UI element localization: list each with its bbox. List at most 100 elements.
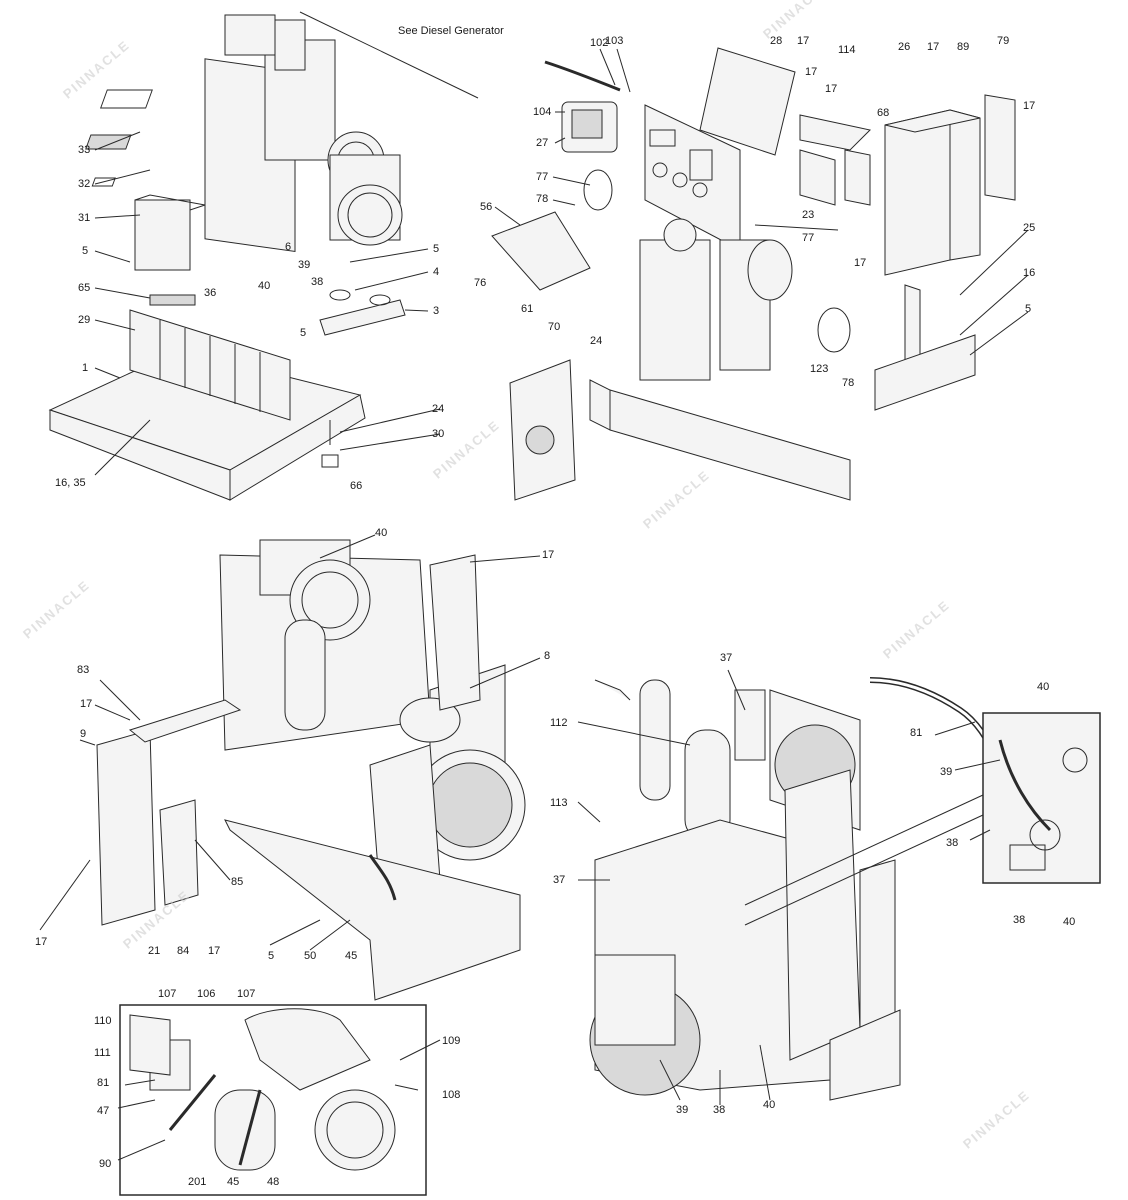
callout-17: 17 (805, 66, 818, 78)
callout-85: 85 (231, 876, 244, 888)
callout-29: 29 (78, 314, 91, 326)
callout-16-35: 16, 35 (55, 477, 86, 489)
callout-110: 110 (94, 1015, 112, 1027)
callout-21: 21 (148, 945, 161, 957)
callout-84: 84 (177, 945, 190, 957)
callout-112: 112 (550, 717, 568, 729)
callout-37: 37 (553, 874, 566, 886)
callout-90: 90 (99, 1158, 112, 1170)
callout-66: 66 (350, 480, 363, 492)
callout-123: 123 (810, 363, 829, 375)
callout-106: 106 (197, 988, 216, 1000)
callout-77: 77 (802, 232, 815, 244)
callout-111: 111 (94, 1047, 111, 1059)
callout-27: 27 (536, 137, 549, 149)
callout-79: 79 (997, 35, 1010, 47)
callout-23: 23 (802, 209, 815, 221)
callout-201: 201 (188, 1176, 207, 1188)
callout-113: 113 (550, 797, 568, 809)
callout-109: 109 (442, 1035, 461, 1047)
callout-104: 104 (533, 106, 552, 118)
callout-6: 6 (285, 241, 292, 253)
callout-50: 50 (304, 950, 317, 962)
callout-25: 25 (1023, 222, 1036, 234)
callout-16: 16 (1023, 267, 1036, 279)
callout-102: 102 (590, 37, 609, 49)
callout-17: 17 (35, 936, 48, 948)
callout-81: 81 (97, 1077, 110, 1089)
callout-70: 70 (548, 321, 561, 333)
callout-33: 33 (78, 144, 91, 156)
callout-28: 28 (770, 35, 783, 47)
callout-47: 47 (97, 1105, 110, 1117)
callout-17: 17 (80, 698, 93, 710)
callout-17: 17 (542, 549, 555, 561)
callout-107: 107 (237, 988, 256, 1000)
callout-40: 40 (375, 527, 388, 539)
middle-left-assembly (39, 534, 541, 1001)
callout-107: 107 (158, 988, 177, 1000)
callout-17: 17 (927, 41, 940, 53)
callout-5: 5 (1025, 303, 1032, 315)
callout-36: 36 (204, 287, 217, 299)
callout-40: 40 (763, 1099, 776, 1111)
callout-38: 38 (946, 837, 959, 849)
callout-17: 17 (854, 257, 867, 269)
callout-39: 39 (940, 766, 953, 778)
callout-9: 9 (80, 728, 87, 740)
callout-89: 89 (957, 41, 970, 53)
cabinet-26 (884, 109, 981, 276)
callout-17: 17 (1023, 100, 1036, 112)
callout-40: 40 (258, 280, 271, 292)
top-right-assembly (491, 47, 1029, 501)
callout-38: 38 (713, 1104, 726, 1116)
callout-65: 65 (78, 282, 91, 294)
callout-32: 32 (78, 178, 91, 190)
callout-8: 8 (544, 650, 551, 662)
callout-38: 38 (1013, 914, 1026, 926)
callout-103: 103 (605, 35, 624, 47)
callout-17: 17 (208, 945, 221, 957)
callout-38: 38 (311, 276, 324, 288)
callout-78: 78 (842, 377, 855, 389)
callout-4: 4 (433, 266, 440, 278)
see-diesel-generator-note: See Diesel Generator (398, 25, 504, 37)
callout-81: 81 (910, 727, 923, 739)
callout-77: 77 (536, 171, 549, 183)
bottom-right-assembly (577, 669, 1101, 1105)
callout-31: 31 (78, 212, 91, 224)
callout-48: 48 (267, 1176, 280, 1188)
engine-top-left (204, 14, 403, 253)
callout-24: 24 (432, 403, 445, 415)
callout-37: 37 (720, 652, 733, 664)
callout-1: 1 (82, 362, 89, 374)
callout-114: 114 (838, 44, 856, 56)
engine-bottom-right (589, 679, 901, 1101)
callout-83: 83 (77, 664, 90, 676)
callout-108: 108 (442, 1089, 461, 1101)
callout-76: 76 (474, 277, 487, 289)
bottom-left-inset (117, 1004, 441, 1196)
console-frame (589, 104, 851, 501)
callout-17: 17 (797, 35, 810, 47)
callout-40: 40 (1063, 916, 1076, 928)
callout-26: 26 (898, 41, 911, 53)
callout-5: 5 (433, 243, 440, 255)
callout-39: 39 (298, 259, 311, 271)
callout-5: 5 (82, 245, 89, 257)
callout-61: 61 (521, 303, 534, 315)
callout-24: 24 (590, 335, 603, 347)
callout-5: 5 (300, 327, 307, 339)
callout-78: 78 (536, 193, 549, 205)
callout-3: 3 (433, 305, 440, 317)
callout-45: 45 (227, 1176, 240, 1188)
callout-40: 40 (1037, 681, 1050, 693)
base-frame-top-left (48, 309, 366, 501)
callout-17: 17 (825, 83, 838, 95)
callout-45: 45 (345, 950, 358, 962)
callout-5: 5 (268, 950, 275, 962)
callout-30: 30 (432, 428, 445, 440)
callout-68: 68 (877, 107, 890, 119)
